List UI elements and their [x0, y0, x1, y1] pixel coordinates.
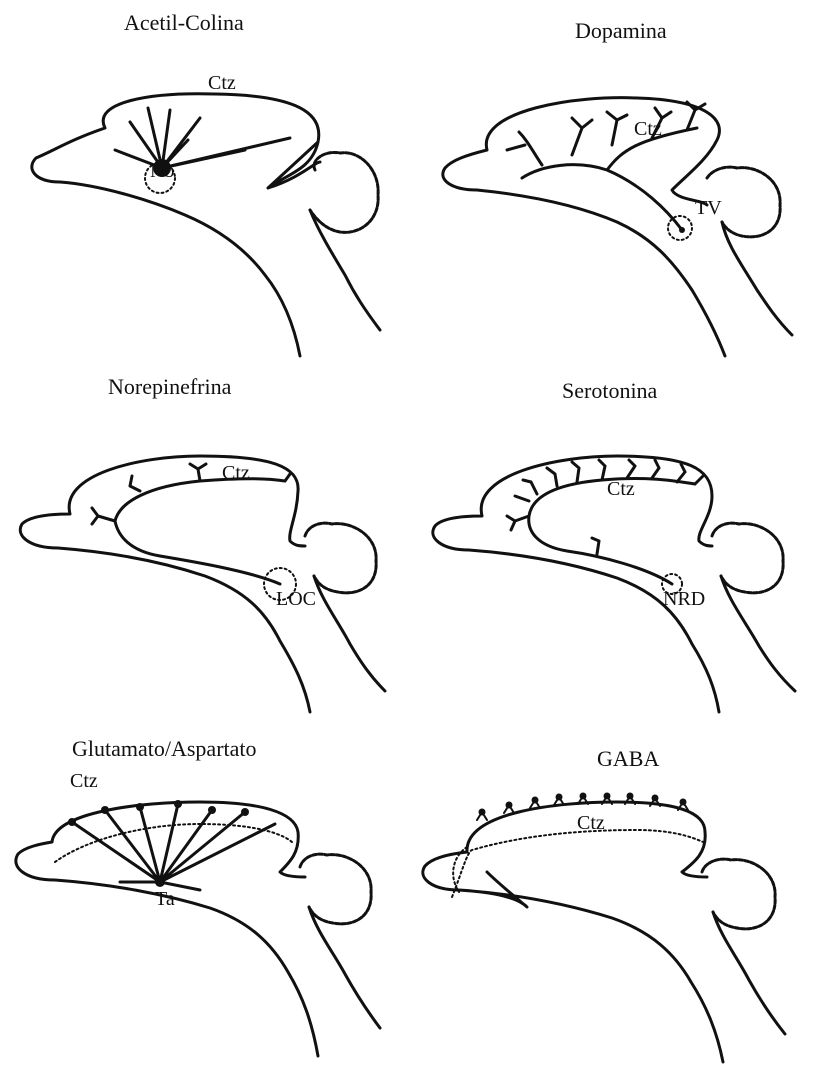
- brain-outline: [20, 456, 310, 712]
- brain-outline: [16, 802, 318, 1056]
- panel-title: Glutamato/Aspartato: [72, 736, 257, 762]
- panel-dopamine: Dopamina Ctz TV: [407, 0, 814, 356]
- brain-outline: [423, 802, 723, 1062]
- panel-acetylcholine: Acetil-Colina Ctz Nb: [0, 0, 407, 356]
- brain-diagram-serotonin: [407, 356, 814, 712]
- panel-title: Norepinefrina: [108, 374, 231, 400]
- panel-gaba: GABA Ctz: [407, 712, 814, 1068]
- brain-outline: [433, 456, 719, 712]
- label-nucleus: Nb: [150, 160, 174, 183]
- label-cortex: Ctz: [222, 462, 250, 485]
- brain-outline: [32, 94, 320, 356]
- cortical-layer: [452, 830, 703, 897]
- label-cortex: Ctz: [607, 478, 635, 501]
- dopaminergic-projections: [507, 102, 705, 230]
- brain-diagram-dopamine: [407, 0, 814, 356]
- noradrenergic-projections: [92, 464, 290, 584]
- serotonergic-projections: [507, 460, 703, 584]
- panel-serotonin: Serotonina Ctz NRD: [407, 356, 814, 712]
- panel-norepinephrine: Norepinefrina Ctz LOC: [0, 356, 407, 712]
- brain-outline: [443, 98, 725, 356]
- panel-title: GABA: [597, 746, 659, 772]
- label-cortex: Ctz: [208, 72, 236, 95]
- cholinergic-projections: [115, 108, 290, 168]
- brainstem: [722, 222, 792, 335]
- label-nucleus: LOC: [276, 588, 316, 611]
- label-nucleus: Ta: [155, 888, 175, 911]
- panel-title: Serotonina: [562, 378, 657, 404]
- label-nucleus: NRD: [663, 588, 705, 611]
- label-cortex: Ctz: [70, 770, 98, 793]
- panel-glutamate-aspartate: Glutamato/Aspartato Ctz Ta: [0, 712, 407, 1068]
- glutamatergic-projections: [72, 804, 275, 890]
- brain-diagram-glutamate: [0, 712, 407, 1068]
- panel-title: Acetil-Colina: [124, 10, 244, 36]
- brain-diagram-norepinephrine: [0, 356, 407, 712]
- label-nucleus: TV: [695, 197, 722, 220]
- brainstem: [310, 210, 380, 330]
- label-cortex: Ctz: [634, 118, 662, 141]
- panel-title: Dopamina: [575, 18, 667, 44]
- brainstem: [713, 912, 785, 1034]
- label-cortex: Ctz: [577, 812, 605, 835]
- cerebellum: [702, 859, 775, 929]
- cerebellum: [310, 152, 378, 232]
- brain-diagram-acetylcholine: [0, 0, 407, 356]
